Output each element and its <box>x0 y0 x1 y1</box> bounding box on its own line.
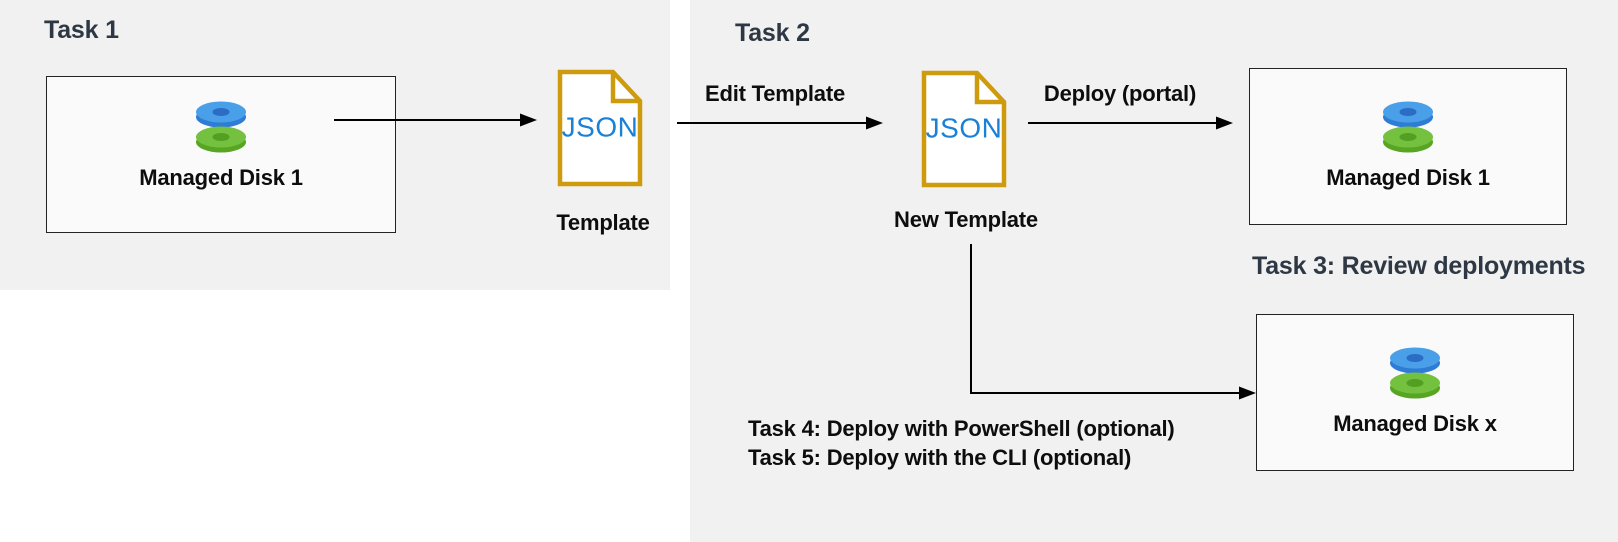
task3-heading: Task 3: Review deployments <box>1252 252 1586 280</box>
new-template-label: New Template <box>894 207 1038 232</box>
task4-task5-text: Task 4: Deploy with PowerShell (optional… <box>748 414 1175 472</box>
task4-line: Task 4: Deploy with PowerShell (optional… <box>748 416 1175 441</box>
json-file-icon <box>557 69 643 187</box>
managed-disk-1-label: Managed Disk 1 <box>139 165 303 190</box>
edit-template-arrow-label: Edit Template <box>704 81 845 106</box>
stacked-disks-icon <box>196 101 246 153</box>
new-template-json-file: JSON <box>920 69 1008 189</box>
managed-disk-x-label: Managed Disk x <box>1333 411 1497 436</box>
deploy-portal-arrow-label: Deploy (portal) <box>1043 81 1197 106</box>
json-file-text: JSON <box>561 111 639 143</box>
managed-disk-x-box: Managed Disk x <box>1256 314 1574 471</box>
template-json-file: JSON <box>556 68 644 188</box>
deployed-managed-disk-1-box: Managed Disk 1 <box>1249 68 1567 225</box>
managed-disk-1-box: Managed Disk 1 <box>46 76 396 233</box>
stacked-disks-icon <box>1390 347 1440 399</box>
template-label: Template <box>556 210 650 235</box>
task2-heading: Task 2 <box>735 19 810 47</box>
json-file-icon <box>921 70 1007 188</box>
task5-line: Task 5: Deploy with the CLI (optional) <box>748 445 1132 470</box>
json-file-text: JSON <box>925 112 1003 144</box>
stacked-disks-icon <box>1383 101 1433 153</box>
managed-disk-1-label: Managed Disk 1 <box>1326 165 1490 190</box>
task1-heading: Task 1 <box>44 16 119 44</box>
